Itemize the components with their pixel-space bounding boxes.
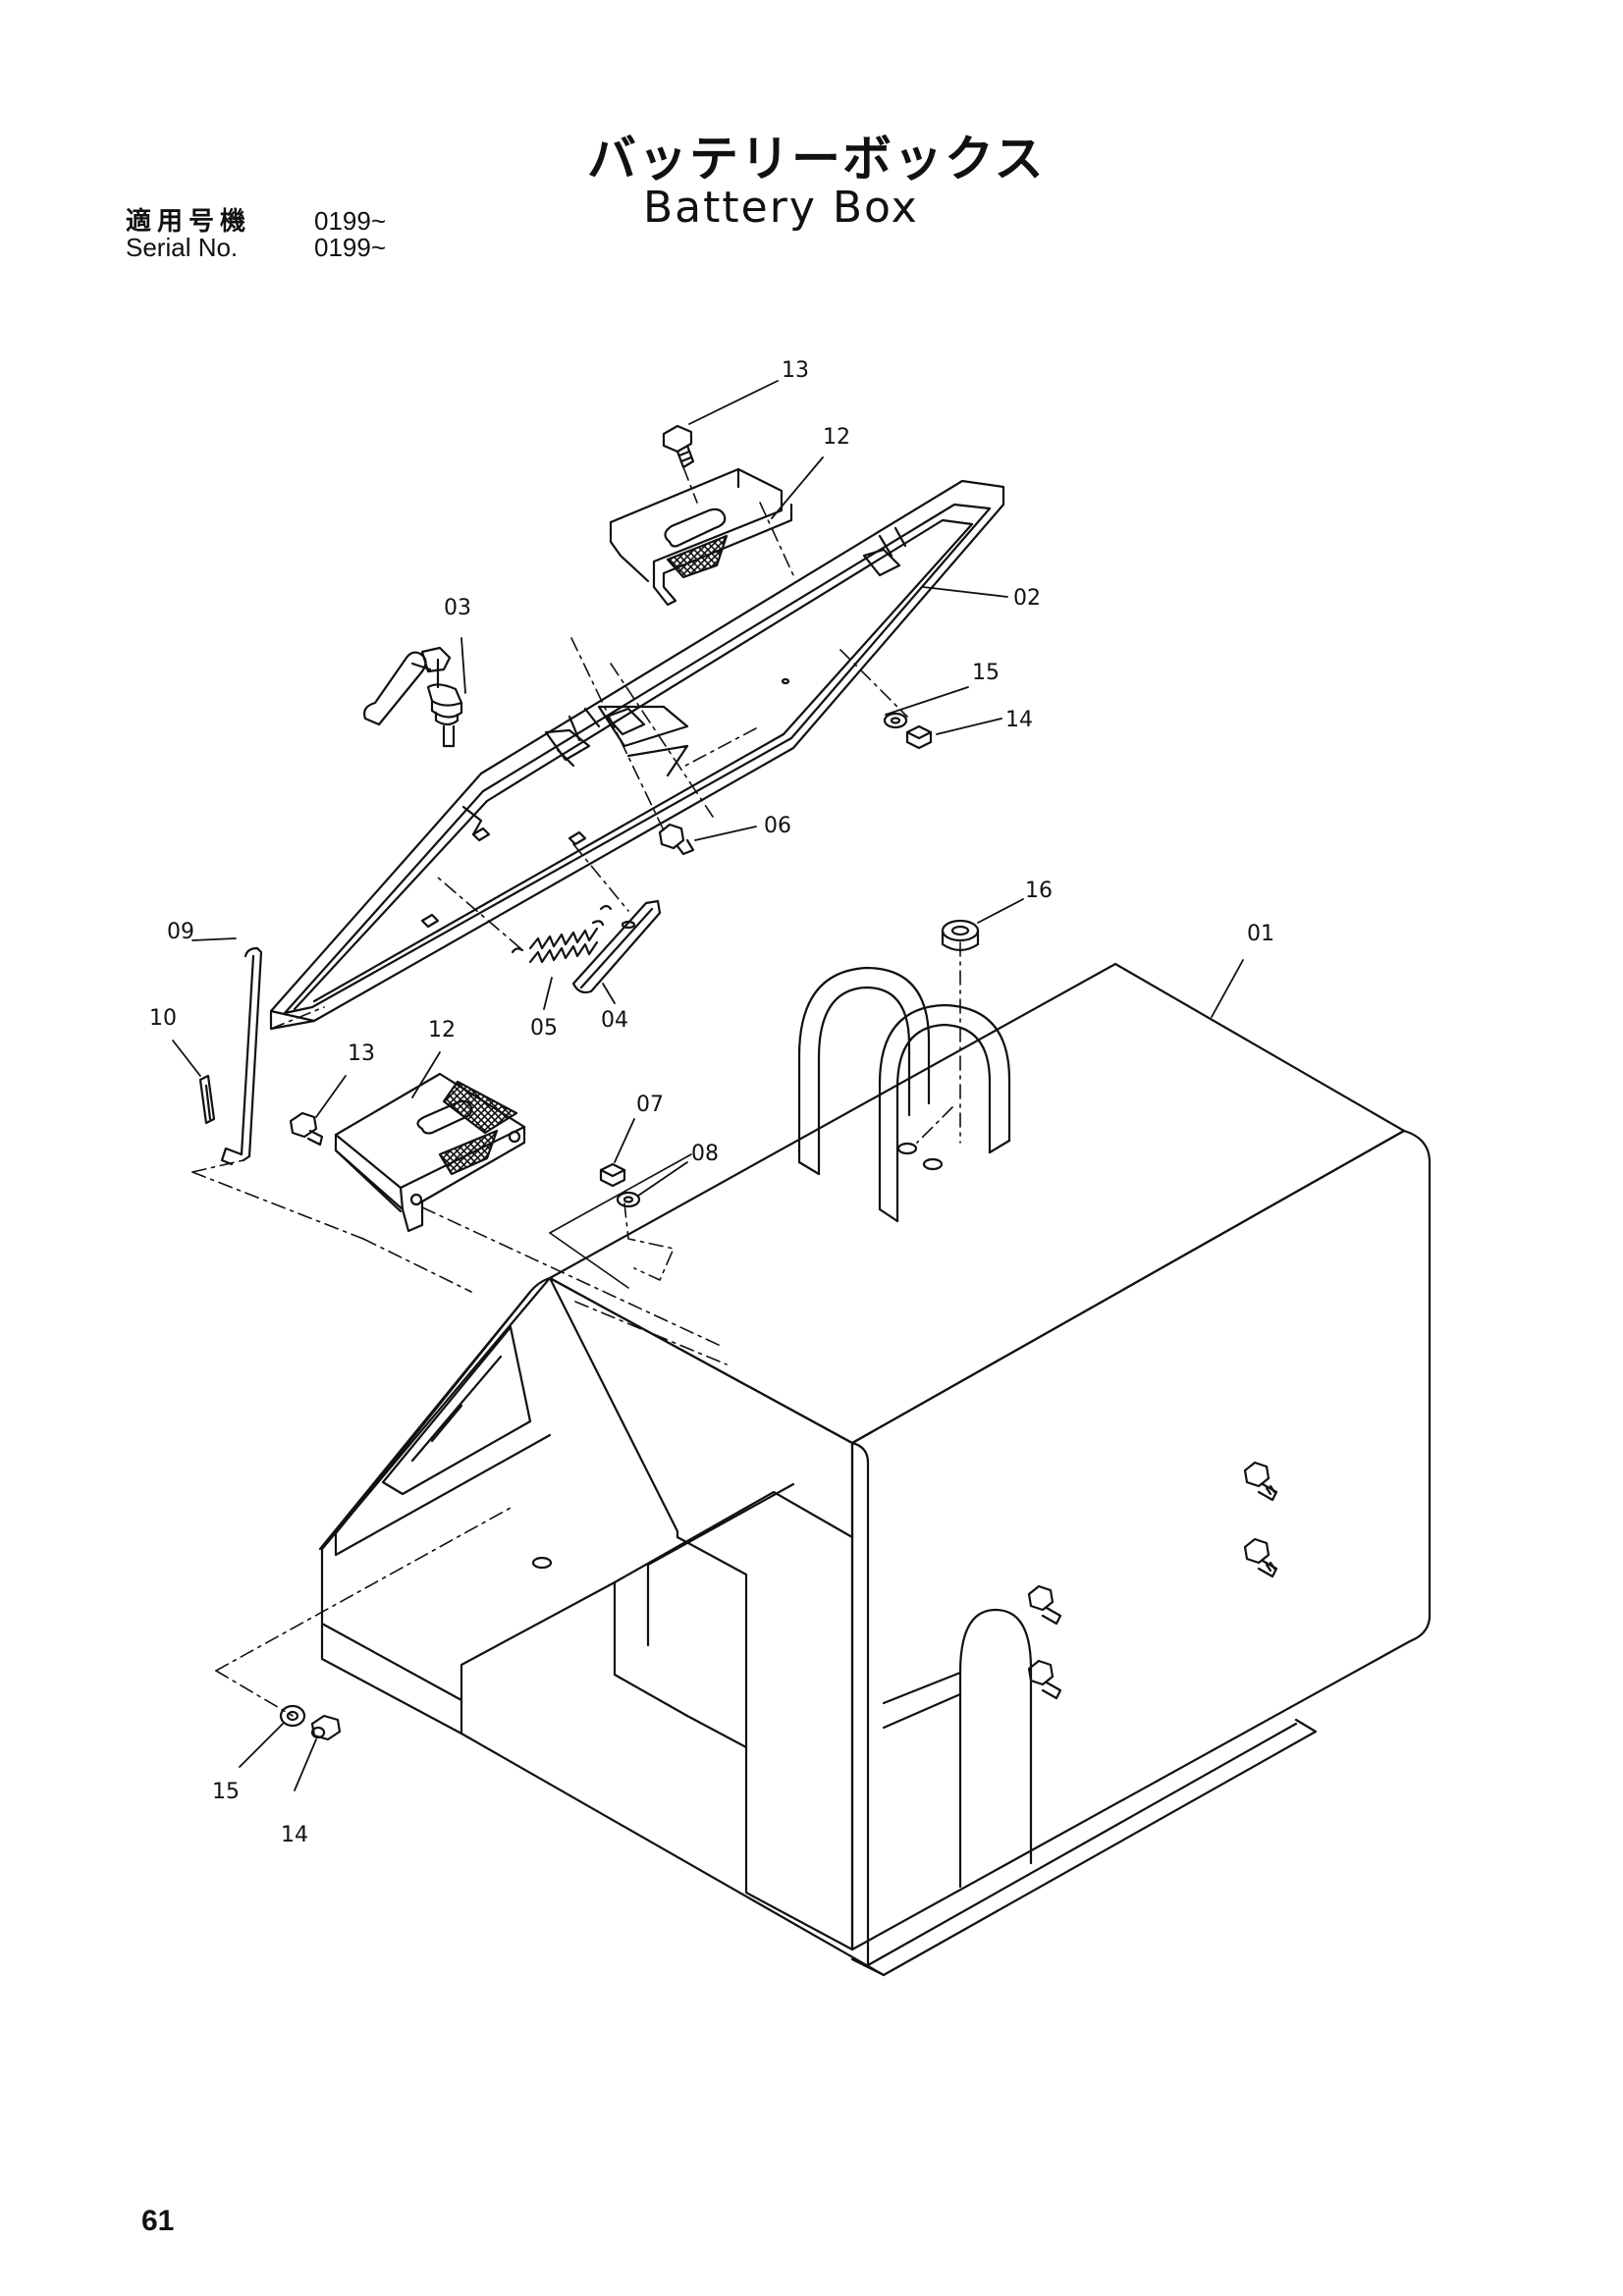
callout-15-lower: 15 [212,1780,240,1804]
rod-icon [220,946,263,1166]
callout-12-lower: 12 [428,1018,456,1042]
callout-07: 07 [636,1093,664,1117]
serial-label-japanese: 適用号機 [126,206,252,236]
assembly-lines [191,466,961,1717]
callout-04: 04 [601,1008,628,1033]
serial-info: 適用号機 0199~ Serial No. 0199~ [126,208,386,261]
serial-row-japanese: 適用号機 0199~ [126,208,386,235]
title-english: Battery Box [643,183,919,233]
callout-03: 03 [444,596,471,620]
bolt-icon [662,424,695,469]
bolt-icon [1027,1584,1062,1626]
washer-icon [883,712,908,729]
bolt-icon [1243,1461,1278,1502]
cotter-pin-icon [198,1074,216,1125]
callout-13-upper: 13 [782,358,809,383]
lock-handle-icon [363,646,463,748]
bolt-icon [1243,1537,1278,1578]
leader-lines [172,380,1244,1791]
bracket-upper [609,467,793,607]
bolt-icon [1027,1659,1062,1700]
callout-01: 01 [1247,922,1274,946]
u-handles [797,966,1011,1223]
front-face-bolts [1027,1461,1278,1700]
washer-icon [279,1704,306,1728]
spring-icon [511,920,605,964]
nut-icon [310,1714,342,1741]
callout-10: 10 [149,1006,177,1031]
serial-row-english: Serial No. 0199~ [126,235,386,261]
callout-02: 02 [1013,586,1041,611]
callout-15-upper: 15 [972,661,1000,685]
page-number: 61 [141,2205,175,2237]
battery-box-body [318,962,1432,1977]
callout-06: 06 [764,814,791,838]
bolt-icon [658,823,695,856]
battery-box-lid [269,479,1005,1031]
serial-label-english: Serial No. [126,233,239,262]
assembly-lines-solid [549,1153,692,1289]
nut-icon [905,724,933,750]
catch-plate-icon [571,899,662,994]
title-japanese: バッテリーボックス [587,131,1046,187]
washer-icon [616,1191,641,1208]
serial-value-japanese: 0199~ [314,206,387,236]
bolt-icon [289,1111,324,1147]
serial-value-english: 0199~ [314,233,387,262]
callout-08: 08 [691,1142,719,1166]
callout-12-upper: 12 [823,425,850,450]
nut-icon [599,1162,626,1188]
callout-14-upper: 14 [1005,708,1033,732]
callout-14-lower: 14 [281,1823,308,1847]
callout-05: 05 [530,1016,558,1041]
callout-09: 09 [167,920,194,944]
callout-13-lower: 13 [348,1041,375,1066]
bracket-lower [334,1072,526,1233]
callout-16: 16 [1025,879,1053,903]
